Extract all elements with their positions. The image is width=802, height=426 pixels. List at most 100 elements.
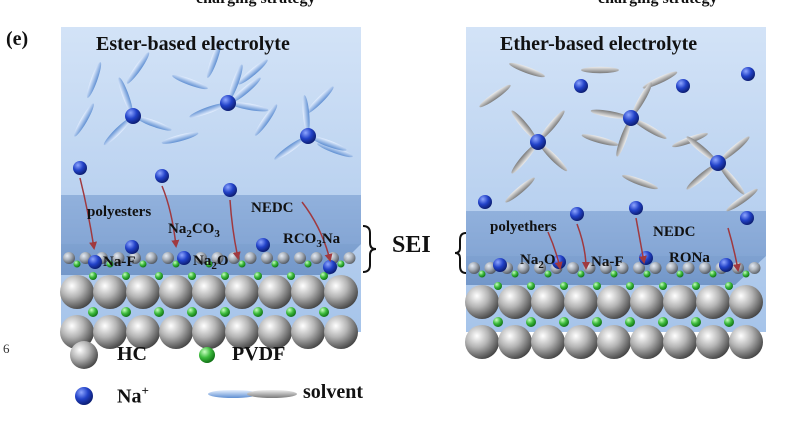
hc-sphere-small bbox=[310, 252, 323, 264]
pvdf-bead bbox=[139, 260, 147, 268]
pvdf-bead bbox=[692, 282, 700, 290]
pvdf-bead bbox=[154, 307, 164, 317]
label-na-f: Na-F bbox=[103, 254, 136, 270]
hc-sphere bbox=[126, 275, 160, 309]
solvent-molecule bbox=[228, 64, 243, 101]
label-polyesters: polyesters bbox=[87, 204, 151, 220]
legend-pvdf-label: PVDF bbox=[232, 343, 286, 365]
solvent-molecule bbox=[103, 117, 132, 146]
pvdf-bead bbox=[691, 317, 701, 327]
na-ion bbox=[73, 161, 87, 175]
pvdf-bead bbox=[709, 270, 717, 278]
na-ion bbox=[741, 67, 755, 81]
label-nedc: NEDC bbox=[653, 224, 696, 240]
solvent-molecule bbox=[581, 66, 619, 74]
na-ion bbox=[740, 211, 754, 225]
hc-sphere-small bbox=[63, 252, 75, 264]
na-ion bbox=[300, 128, 316, 144]
pvdf-bead bbox=[494, 282, 502, 290]
pvdf-bead bbox=[304, 260, 312, 268]
na-ion bbox=[323, 260, 337, 274]
hc-sphere-small bbox=[534, 262, 546, 274]
solvent-molecule bbox=[539, 110, 565, 140]
hc-sphere bbox=[225, 315, 259, 349]
hc-sphere-small bbox=[517, 262, 530, 274]
sei-label: SEI bbox=[392, 232, 431, 258]
header-text-right: charging strategy bbox=[598, 0, 718, 8]
solvent-molecule bbox=[622, 174, 658, 190]
hc-sphere bbox=[324, 315, 358, 349]
label-na2o: Na2O bbox=[520, 252, 556, 271]
pvdf-bead bbox=[320, 272, 328, 280]
pvdf-bead bbox=[271, 260, 279, 268]
header-text-left: charging strategy bbox=[196, 0, 316, 8]
pvdf-bead bbox=[625, 317, 635, 327]
hc-sphere bbox=[192, 275, 226, 309]
hc-sphere bbox=[663, 285, 697, 319]
solvent-molecule bbox=[135, 116, 172, 131]
na-ion bbox=[478, 195, 492, 209]
pvdf-bead bbox=[254, 272, 262, 280]
hc-sphere-small bbox=[228, 252, 240, 264]
na-ion bbox=[570, 207, 584, 221]
pvdf-sphere-icon bbox=[199, 347, 215, 363]
hc-sphere bbox=[498, 325, 532, 359]
hc-sphere-small bbox=[699, 262, 711, 274]
hc-sphere bbox=[597, 325, 631, 359]
hc-sphere-small bbox=[277, 252, 290, 264]
pvdf-bead bbox=[725, 282, 733, 290]
hc-sphere bbox=[93, 315, 127, 349]
pvdf-bead bbox=[122, 272, 130, 280]
hc-sphere bbox=[663, 325, 697, 359]
pvdf-bead bbox=[172, 260, 180, 268]
arrow bbox=[727, 227, 741, 272]
na-ion bbox=[574, 79, 588, 93]
hc-sphere-small bbox=[567, 262, 579, 274]
na-ion bbox=[223, 183, 237, 197]
hc-sphere bbox=[159, 315, 193, 349]
na-ion bbox=[155, 169, 169, 183]
pvdf-bead bbox=[559, 317, 569, 327]
solvent-molecule bbox=[590, 109, 629, 119]
legend-na-label: Na+ bbox=[117, 383, 149, 408]
hc-sphere-small bbox=[162, 252, 174, 264]
hc-lattice bbox=[465, 262, 763, 359]
hc-sphere-small bbox=[294, 252, 306, 264]
hc-lattice bbox=[60, 252, 358, 349]
hc-sphere bbox=[192, 315, 226, 349]
hc-sphere bbox=[630, 285, 664, 319]
solvent-molecule bbox=[302, 95, 310, 134]
hc-sphere bbox=[696, 285, 730, 319]
label-na2co3: Na2CO3 bbox=[168, 221, 220, 240]
solvent-molecule bbox=[230, 102, 269, 112]
pvdf-bead bbox=[253, 307, 263, 317]
solvent-molecule bbox=[310, 136, 347, 151]
migration-arrows bbox=[79, 177, 333, 262]
solvent-molecules bbox=[479, 62, 758, 212]
hc-sphere bbox=[465, 325, 499, 359]
solvent-molecule bbox=[633, 119, 667, 139]
solvent-molecule bbox=[306, 86, 334, 114]
pvdf-bead bbox=[221, 272, 229, 280]
hc-sphere bbox=[291, 275, 325, 309]
migration-arrows bbox=[547, 217, 741, 272]
hc-sphere-small bbox=[112, 252, 125, 264]
hc-sphere bbox=[729, 325, 763, 359]
solvent-molecule bbox=[86, 62, 102, 98]
hc-sphere bbox=[126, 315, 160, 349]
na-ion bbox=[493, 258, 507, 272]
ether-solvent-icon bbox=[247, 390, 297, 398]
solvent-molecule bbox=[238, 59, 268, 85]
pvdf-bead bbox=[106, 260, 114, 268]
legend-solvent-label: solvent bbox=[303, 381, 363, 403]
hc-sphere bbox=[564, 325, 598, 359]
hc-sphere-small bbox=[261, 252, 273, 264]
pvdf-bead bbox=[205, 260, 213, 268]
solvent-molecule bbox=[274, 137, 306, 160]
pvdf-bead bbox=[286, 307, 296, 317]
solvent-molecule bbox=[726, 188, 758, 212]
pvdf-bead bbox=[220, 307, 230, 317]
solvent-molecule bbox=[206, 42, 222, 78]
solvent-molecule bbox=[511, 110, 537, 140]
pvdf-bead bbox=[187, 307, 197, 317]
